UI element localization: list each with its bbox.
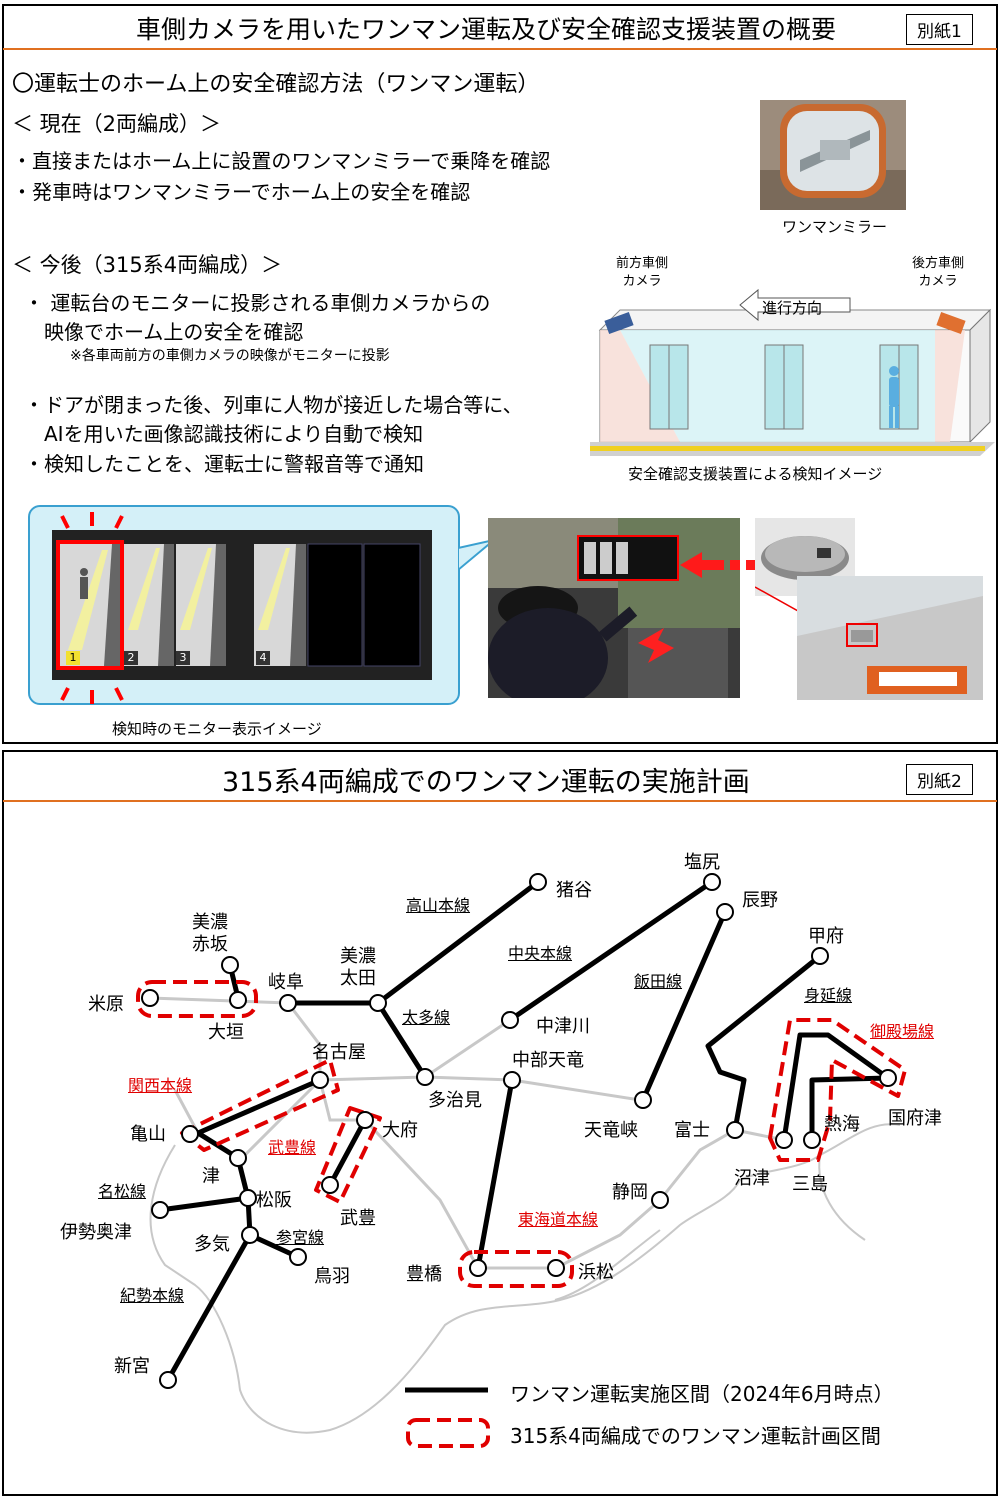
front-camera-label: 前方車側 カメラ — [616, 256, 669, 289]
station-kameyama: 亀山 — [130, 1124, 166, 1145]
station-inotani: 猪谷 — [556, 880, 592, 901]
monitor-panel-2-number: 2 — [124, 651, 138, 665]
monitor-panel-1-number: 1 — [66, 651, 80, 665]
future-bullet-1-line-2: 映像でホーム上の安全を確認 — [44, 320, 304, 344]
line-gotemba: 御殿場線 — [870, 1022, 935, 1041]
alert-burst-icon — [50, 508, 130, 708]
station-tsu: 津 — [202, 1166, 220, 1187]
current-bullet-2: ・発車時はワンマンミラーでホーム上の安全を確認 — [12, 180, 471, 204]
station-kozu: 国府津 — [888, 1108, 942, 1129]
station-tenryukyo: 天竜峡 — [584, 1120, 638, 1141]
line-minobu: 身延線 — [804, 986, 853, 1005]
station-maibara: 米原 — [88, 994, 124, 1015]
train-side-camera-photo — [797, 576, 983, 700]
future-bullet-1-line-1: ・ 運転台のモニターに投影される車側カメラからの — [24, 291, 491, 315]
station-tatsuno: 辰野 — [742, 890, 778, 911]
station-atami: 熱海 — [824, 1114, 860, 1135]
line-taketoyo: 武豊線 — [268, 1138, 317, 1157]
line-meisho: 名松線 — [98, 1182, 147, 1201]
station-nakatsugawa: 中津川 — [536, 1016, 590, 1037]
station-shiojiri: 塩尻 — [684, 852, 720, 873]
station-mino-akasaka: 美濃 赤坂 — [192, 912, 228, 955]
line-kisei: 紀勢本線 — [120, 1286, 185, 1305]
sheet2-header-rule — [3, 800, 997, 802]
station-toyohashi: 豊橋 — [406, 1264, 442, 1285]
sheet1-frame — [2, 4, 998, 744]
station-tajimi: 多治見 — [428, 1090, 482, 1111]
callout-pointer — [457, 539, 495, 580]
oneman-mirror-caption: ワンマンミラー — [782, 218, 888, 236]
line-sangu: 参宮線 — [276, 1228, 325, 1247]
future-heading: ＜ 今後（315系4両編成）＞ — [12, 253, 283, 277]
station-obu: 大府 — [382, 1120, 418, 1141]
station-kofu: 甲府 — [808, 926, 844, 947]
station-gifu: 岐阜 — [268, 972, 304, 993]
station-taketoyo: 武豊 — [340, 1208, 376, 1229]
sheet2-frame — [2, 750, 998, 1496]
sheet1-header-rule — [3, 48, 997, 50]
oneman-mirror-photo — [760, 100, 906, 210]
line-taita: 太多線 — [402, 1008, 451, 1027]
station-fuji: 富士 — [674, 1120, 710, 1141]
line-iida: 飯田線 — [634, 972, 683, 991]
route-map — [0, 800, 1000, 1500]
detection-diagram-caption: 安全確認支援装置による検知イメージ — [628, 465, 883, 483]
monitor-panel-4-number: 4 — [256, 651, 270, 665]
station-matsusaka: 松阪 — [256, 1190, 292, 1211]
line-kansai: 関西本線 — [128, 1076, 193, 1095]
sheet2-title: 315系4両編成でのワンマン運転の実施計画 — [222, 767, 750, 798]
monitor-caption: 検知時のモニター表示イメージ — [112, 720, 322, 738]
station-toba: 鳥羽 — [314, 1266, 350, 1287]
red-arrow-to-monitor — [680, 550, 760, 580]
legend-planned: 315系4両編成でのワンマン運転計画区間 — [510, 1424, 881, 1448]
driver-cab-photo — [488, 518, 740, 698]
station-nagoya: 名古屋 — [312, 1042, 366, 1063]
section-heading: 〇運転士のホーム上の安全確認方法（ワンマン運転） — [12, 72, 540, 97]
station-shingu: 新宮 — [114, 1356, 150, 1377]
sheet1-title: 車側カメラを用いたワンマン運転及び安全確認支援装置の概要 — [136, 15, 837, 44]
line-tokaido: 東海道本線 — [518, 1210, 599, 1229]
line-chuo: 中央本線 — [508, 944, 573, 963]
rear-camera-label: 後方車側 カメラ — [912, 256, 965, 289]
station-mino-ota: 美濃 太田 — [340, 946, 376, 989]
current-bullet-1: ・直接またはホーム上に設置のワンマンミラーで乗降を確認 — [12, 149, 551, 173]
monitor-panel-3-number: 3 — [176, 651, 190, 665]
station-hamamatsu: 浜松 — [578, 1262, 614, 1283]
future-bullet-2-line-2: AIを用いた画像認識技術により自動で検知 — [44, 422, 424, 446]
station-shizuoka: 静岡 — [612, 1182, 648, 1203]
detection-diagram — [590, 250, 995, 460]
sheet1-badge: 別紙1 — [906, 14, 973, 45]
future-bullet-3: ・検知したことを、運転士に警報音等で通知 — [24, 452, 424, 476]
future-bullet-1-note: ※各車両前方の車側カメラの映像がモニターに投影 — [70, 348, 390, 364]
legend-operating: ワンマン運転実施区間（2024年6月時点） — [510, 1382, 894, 1406]
sheet2-badge: 別紙2 — [906, 764, 973, 795]
station-numazu: 沼津 — [734, 1168, 770, 1189]
station-ise-okitsu: 伊勢奥津 — [60, 1222, 132, 1243]
line-takayama: 高山本線 — [406, 896, 471, 915]
direction-label: 進行方向 — [762, 299, 823, 317]
station-chubu-tenryu: 中部天竜 — [512, 1050, 584, 1071]
monitor-screen — [52, 530, 432, 680]
future-bullet-2-line-1: ・ドアが閉まった後、列車に人物が接近した場合等に、 — [24, 393, 523, 417]
station-taki: 多気 — [194, 1234, 230, 1255]
station-ogaki: 大垣 — [208, 1022, 244, 1043]
current-heading: ＜ 現在（2両編成）＞ — [12, 112, 222, 136]
station-mishima: 三島 — [792, 1174, 828, 1195]
